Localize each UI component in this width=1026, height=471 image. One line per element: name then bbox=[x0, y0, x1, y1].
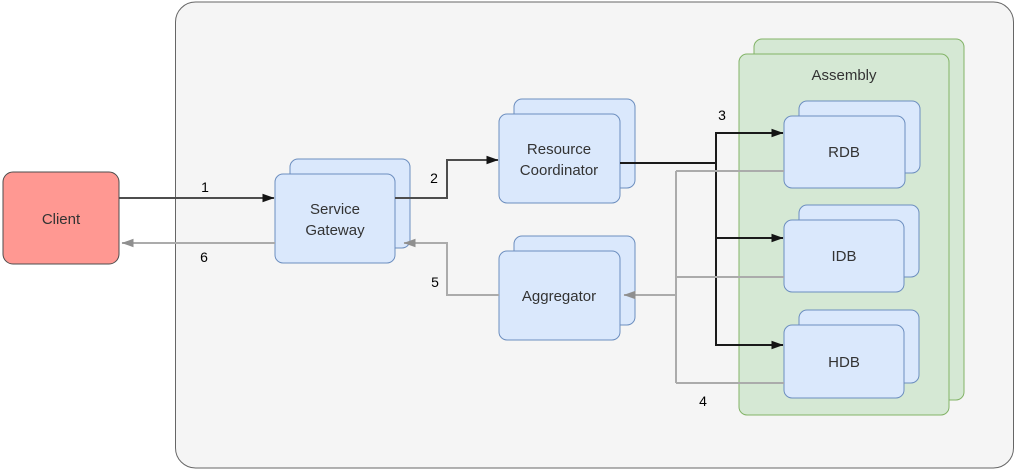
node-resource-coordinator: Resource Coordinator bbox=[498, 98, 636, 204]
client-label: Client bbox=[42, 211, 81, 228]
edge-3-coordinator-to-databases bbox=[620, 128, 784, 350]
node-idb: IDB bbox=[783, 204, 920, 293]
resource-coordinator-label-line2: Coordinator bbox=[520, 162, 598, 179]
assembly-label: Assembly bbox=[811, 67, 877, 84]
rdb-label: RDB bbox=[828, 144, 860, 161]
edge-2-gateway-to-coordinator bbox=[395, 155, 499, 199]
node-service-gateway: Service Gateway bbox=[274, 158, 411, 264]
node-client: Client bbox=[2, 171, 120, 265]
edge-4-rail bbox=[675, 170, 784, 384]
edge-label-2: 2 bbox=[430, 170, 438, 186]
aggregator-label: Aggregator bbox=[522, 288, 596, 305]
service-gateway-card bbox=[274, 173, 396, 264]
rdb-card bbox=[783, 115, 906, 189]
edge-label-3: 3 bbox=[718, 107, 726, 123]
hdb-card bbox=[783, 324, 905, 399]
service-gateway-label-line1: Service bbox=[310, 201, 360, 218]
edge-4-databases-to-aggregator bbox=[623, 170, 784, 384]
client-card bbox=[2, 171, 120, 265]
hdb-label: HDB bbox=[828, 354, 860, 371]
node-aggregator: Aggregator bbox=[498, 235, 636, 341]
resource-coordinator-label-line1: Resource bbox=[527, 141, 591, 158]
service-gateway-label-line2: Gateway bbox=[305, 222, 365, 239]
edge-label-5: 5 bbox=[431, 274, 439, 290]
edge-label-1: 1 bbox=[201, 179, 209, 195]
node-rdb: RDB bbox=[783, 100, 921, 189]
edge-label-4: 4 bbox=[699, 393, 707, 409]
resource-coordinator-card bbox=[498, 113, 621, 204]
edge-5-aggregator-to-gateway bbox=[403, 238, 499, 296]
idb-card bbox=[783, 219, 905, 293]
idb-label: IDB bbox=[831, 248, 856, 265]
edge-label-6: 6 bbox=[200, 249, 208, 265]
node-hdb: HDB bbox=[783, 309, 920, 399]
